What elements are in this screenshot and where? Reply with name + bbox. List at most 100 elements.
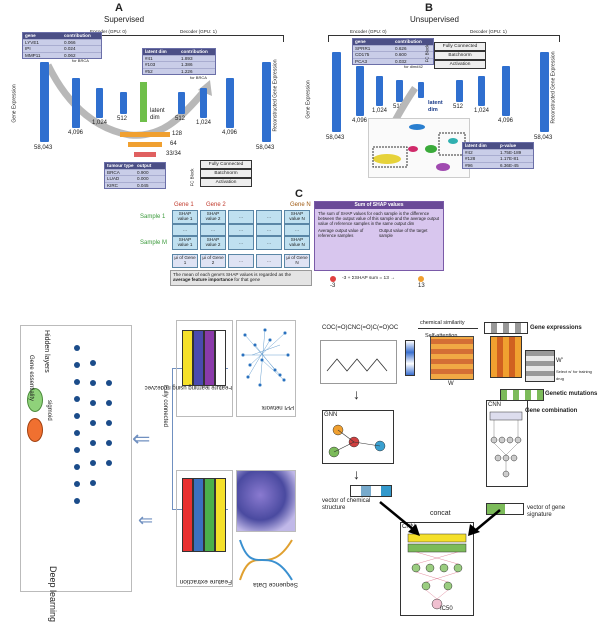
- head-layer-output: [134, 152, 156, 157]
- vec-gene-label: vector of gene signature: [527, 505, 566, 518]
- gene-expression-label-a: Gene Expression: [11, 84, 18, 123]
- latent-layer-a: [140, 82, 147, 122]
- arrow-left-icon: ⇐: [132, 426, 151, 451]
- shap-cell: SHAP value N: [284, 210, 310, 224]
- footnote-box: The mean of each gene's SHAP values is r…: [170, 270, 312, 286]
- mean-cell: μi of Gene 1: [172, 254, 198, 268]
- layer-size: 128: [172, 131, 183, 137]
- encoder-layer-512: [120, 92, 127, 114]
- ref-dot: [330, 276, 336, 282]
- latent-layer-b: [418, 82, 424, 98]
- activation-layer: Activation: [434, 60, 486, 69]
- encoder-layer-512: [396, 80, 403, 102]
- layer-size: 4,096: [498, 118, 514, 124]
- gnn-graph: [328, 424, 386, 458]
- table-header: p-value: [500, 143, 517, 148]
- arrow-down-icon: ↓: [353, 386, 360, 402]
- attention-matrix: [430, 336, 474, 380]
- vector-strip-1: [405, 340, 415, 376]
- target-value: 13: [418, 283, 425, 289]
- table-header: gene: [355, 39, 366, 44]
- table-header: latent dim: [465, 143, 487, 148]
- shap-cell: ...: [228, 210, 254, 224]
- deep-learning-panel: [20, 325, 132, 592]
- shap-cell: ...: [228, 236, 254, 250]
- layer-size: 512: [117, 116, 128, 122]
- decoder-layer-4096: [226, 78, 234, 128]
- table-cell: CD175: [355, 52, 370, 58]
- sample-m-label: Sample M: [140, 240, 168, 246]
- concat-label: concat: [430, 510, 451, 517]
- shap-cell: ...: [284, 224, 310, 236]
- activation-layer: Activation: [200, 178, 252, 187]
- select-w-label: Select w' for training drug: [556, 369, 592, 381]
- fully-connected-label: Fully connected: [162, 385, 168, 428]
- table-cell: 0.024: [64, 46, 76, 52]
- table-header: contribution: [395, 39, 422, 44]
- shap-cell: ...: [228, 224, 254, 236]
- w-prime-matrix: [525, 350, 555, 382]
- output-node-green: [27, 388, 43, 412]
- layer-size: 512: [393, 104, 404, 110]
- gene-cnn-graph: [489, 411, 523, 478]
- gene-expression-vector: [484, 322, 528, 334]
- mean-cell: ...: [228, 254, 254, 268]
- w-label: W: [448, 381, 454, 387]
- head-layer-128: [120, 132, 170, 137]
- shap-cell: SHAP value 2: [200, 236, 226, 250]
- node2vec-matrix: [182, 330, 226, 386]
- final-cnn-box: [400, 522, 474, 616]
- table-cell: LYVE1: [25, 39, 39, 45]
- decoder-layer-512: [456, 80, 463, 102]
- dna-helix-image: [239, 539, 293, 581]
- sample-1-label: Sample 1: [140, 214, 166, 220]
- table-cell: IPI: [25, 46, 31, 52]
- gene-n-label: Gene N: [290, 202, 311, 208]
- panel-a-decoder: Decoder (GPU: 1): [180, 29, 217, 34]
- shap-sum-box: Sum of SHAP values The sum of SHAP value…: [314, 201, 444, 271]
- encoder-layer-1024: [376, 76, 383, 106]
- shap-cell: ...: [200, 224, 226, 236]
- layer-size: 64: [170, 141, 177, 147]
- shap-cell: ...: [256, 210, 282, 224]
- decoder-layer-58043: [262, 62, 271, 142]
- gene-vector: [486, 503, 524, 515]
- latent-scatter-plot: [368, 118, 470, 178]
- shap-cell: SHAP value 1: [172, 236, 198, 250]
- gene-1-label: Gene 1: [174, 202, 194, 208]
- panel-c-letter: C: [295, 188, 303, 200]
- layer-size: 4,096: [352, 118, 368, 124]
- shap-sum-title: Sum of SHAP values: [315, 202, 443, 209]
- panel-b-bracket: [328, 35, 560, 42]
- hidden-layers-label: Hidden layers: [43, 330, 50, 373]
- gene-cnn-box: [486, 400, 528, 487]
- layer-size: 1,024: [196, 120, 212, 126]
- panel-a-title: Supervised: [104, 15, 145, 24]
- table-cell: SPRR1: [355, 45, 371, 51]
- final-cnn-graph: [407, 533, 467, 610]
- decoder-layer-1024: [478, 76, 485, 106]
- table-header: contribution: [64, 33, 91, 38]
- chem-vector: [350, 485, 392, 497]
- deep-learning-label: Deep learning: [48, 566, 58, 623]
- fc-layer: Fully Connected: [200, 160, 252, 169]
- latent-dim-label: latent dim: [150, 108, 165, 121]
- table-header: latent dim: [145, 49, 167, 54]
- footnote-bold: average feature importance: [173, 277, 233, 283]
- shap-cell: SHAP value 1: [172, 210, 198, 224]
- shap-cell: ...: [256, 236, 282, 250]
- sequence-data-label: Sequence Data: [253, 581, 298, 588]
- shap-cell: ...: [172, 224, 198, 236]
- fc-layer: Fully Connected: [434, 42, 486, 51]
- smiles-label: COC(=O)CNC(=O)C(=O)OC: [322, 325, 399, 331]
- table-cell: #41: [145, 55, 153, 61]
- table-header: gene: [25, 33, 36, 38]
- panel-b-encoder: Encoder (GPU: 0): [350, 29, 387, 34]
- head-layer-64: [128, 142, 162, 147]
- shap-cell: SHAP value 2: [200, 210, 226, 224]
- shap-cell: SHAP value N: [284, 236, 310, 250]
- ppi-network-graph: [241, 328, 290, 387]
- gene-expressions-label: Gene expressions: [530, 325, 582, 331]
